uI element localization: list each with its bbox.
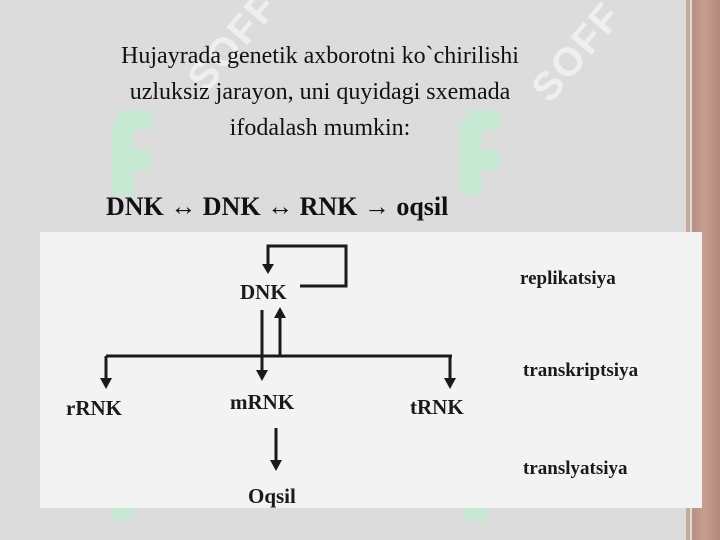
trnk-arrowhead <box>444 378 456 389</box>
replication-arrowhead <box>262 264 274 274</box>
formula-term-oqsil: oqsil <box>396 192 449 221</box>
formula-term-dnk-2: DNK <box>202 192 261 221</box>
node-mrnk: mRNK <box>230 390 295 414</box>
formula-arrow: → <box>363 192 390 221</box>
intro-paragraph: Hujayrada genetik axborotni ko`chirilish… <box>40 38 600 146</box>
central-dogma-formula: DNK ↔ DNK ↔ RNK → oqsil <box>106 192 448 222</box>
stage-transcription: transkriptsiya <box>523 360 639 381</box>
intro-line-2: uzluksiz jarayon, uni quyidagi sxemada <box>129 79 511 105</box>
formula-term-rnk: RNK <box>299 192 358 221</box>
watermark-logo-top-right <box>460 110 500 195</box>
node-trnk: tRNK <box>410 395 464 419</box>
watermark-logo-top-left <box>112 110 152 195</box>
formula-bidirectional-arrow-1: ↔ <box>170 192 197 221</box>
mrnk-arrowhead <box>256 370 268 381</box>
stage-translation: translyatsiya <box>523 458 628 479</box>
intro-line-3: ifodalash mumkin: <box>229 115 411 141</box>
rrnk-arrowhead <box>100 378 112 389</box>
node-oqsil: Oqsil <box>248 484 296 508</box>
formula-term-dnk-1: DNK <box>106 192 164 221</box>
stage-replication: replikatsiya <box>520 268 616 289</box>
diagram-panel <box>40 232 702 508</box>
node-rrnk: rRNK <box>66 396 122 420</box>
intro-line-1: Hujayrada genetik axborotni ko`chirilish… <box>121 43 519 69</box>
formula-bidirectional-arrow-2: ↔ <box>267 192 294 221</box>
oqsil-arrowhead <box>270 460 282 471</box>
replication-loop-arrow <box>266 244 348 288</box>
reverse-arrowhead <box>274 307 286 318</box>
node-dnk: DNK <box>240 280 287 304</box>
